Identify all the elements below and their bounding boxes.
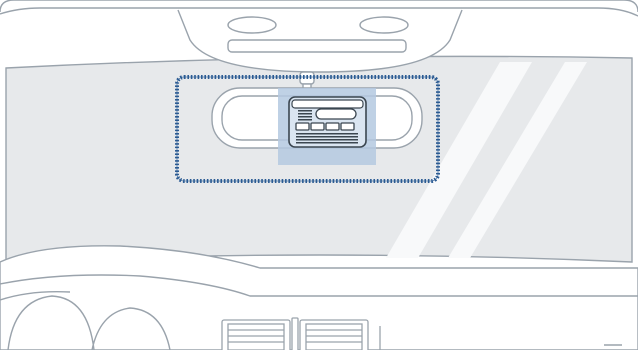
dome-light-left-icon	[228, 17, 276, 33]
camera-display	[316, 109, 356, 119]
dome-light-right-icon	[360, 17, 408, 33]
center-air-vents	[222, 318, 380, 350]
dash-camera-icon	[289, 97, 366, 147]
